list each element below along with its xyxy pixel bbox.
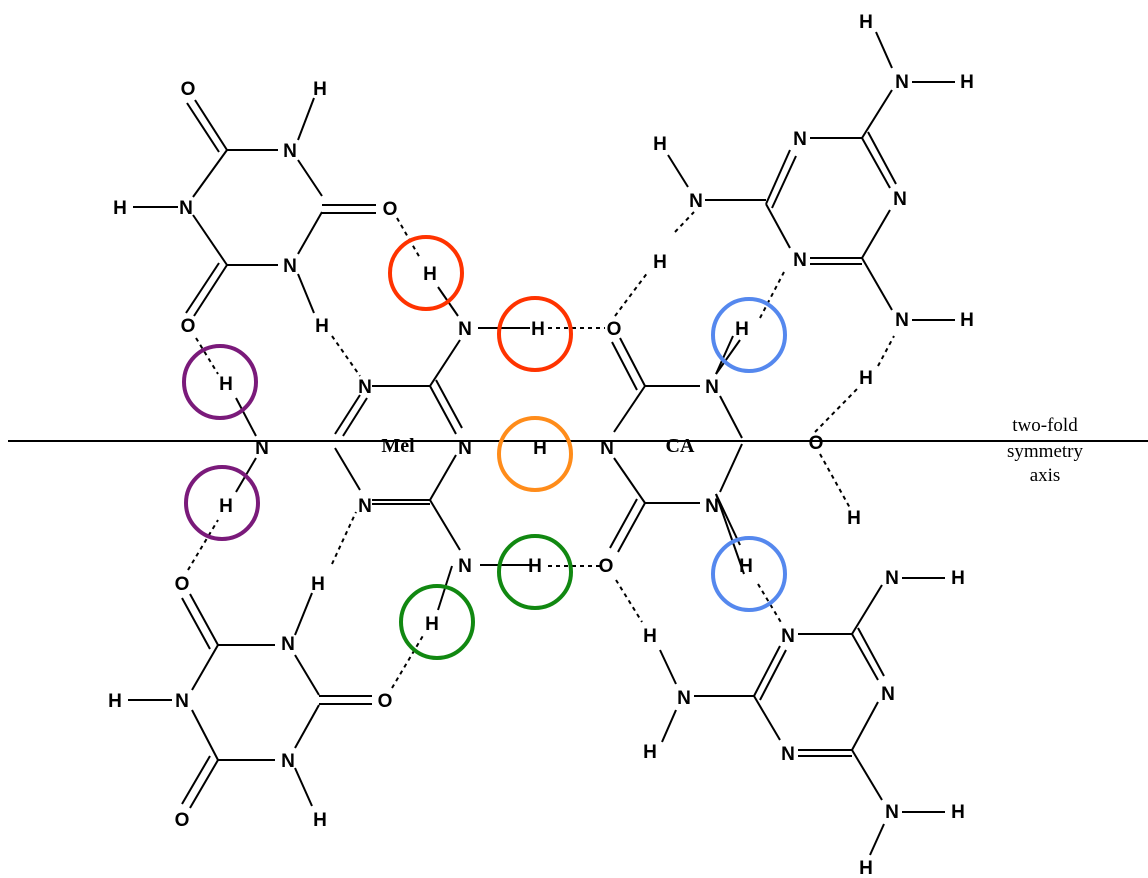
atom-n: N [895,72,909,93]
marker-green-middle [497,534,573,610]
atom-h: H [113,198,127,219]
atom-h: H [653,134,667,155]
mel-label: Mel [381,435,415,457]
atom-n: N [781,626,795,647]
atom-h: H [735,319,749,340]
atom-h: H [313,79,327,100]
axis-label-line1: two-fold [1012,415,1078,436]
atom-h: H [739,556,753,577]
atom-h: H [951,568,965,589]
atom-n: N [885,802,899,823]
axis-label-line2: symmetry [1007,441,1083,462]
atom-o: O [181,316,196,337]
atom-h: H [528,556,542,577]
atom-n: N [175,691,189,712]
atom-o: O [599,556,614,577]
atom-n: N [179,198,193,219]
atom-o: O [378,691,393,712]
atom-n: N [458,556,472,577]
atom-n: N [895,310,909,331]
atom-h: H [643,742,657,763]
covalent-bonds [128,31,955,856]
atom-h: H [108,691,122,712]
atom-h: H [423,264,437,285]
atom-h: H [425,614,439,635]
hydrogen-bonds [187,211,895,689]
marker-blue-upper [711,297,787,373]
atom-n: N [458,438,472,459]
atom-h: H [219,374,233,395]
atom-h: H [847,508,861,529]
atom-h: H [960,72,974,93]
marker-purple-lower [184,465,260,541]
marker-orange-center [497,416,573,492]
atom-n: N [705,496,719,517]
atom-n: N [458,319,472,340]
atom-n: N [781,744,795,765]
atom-o: O [175,574,190,595]
atom-n: N [281,634,295,655]
atom-h: H [313,810,327,831]
atom-n: N [255,438,269,459]
marker-green-lower [399,584,475,660]
ca-label: CA [666,435,695,457]
axis-label-line3: axis [1030,465,1061,486]
atom-h: H [315,316,329,337]
atom-n: N [793,250,807,271]
atom-n: N [358,377,372,398]
atom-n: N [283,256,297,277]
atom-o: O [383,199,398,220]
atom-n: N [705,377,719,398]
atom-n: N [677,688,691,709]
atom-h: H [859,368,873,389]
atom-h: H [311,574,325,595]
atom-o: O [181,79,196,100]
marker-red-middle [497,296,573,372]
atom-n: N [885,568,899,589]
atom-n: N [893,189,907,210]
marker-blue-lower [711,536,787,612]
atom-h: H [531,319,545,340]
atom-labels: O H N H N O N H H O H N H H N N N H N N … [108,12,974,878]
atom-h: H [653,252,667,273]
atom-h: H [951,802,965,823]
atom-h: H [859,858,873,878]
marker-red-upper [388,235,464,311]
atom-n: N [689,191,703,212]
atom-o: O [809,433,824,454]
atom-h: H [643,626,657,647]
atom-h: H [960,310,974,331]
marker-purple-upper [182,344,258,420]
atom-n: N [283,141,297,162]
atom-h: H [533,438,547,459]
atom-n: N [793,129,807,150]
atom-h: H [859,12,873,33]
atom-n: N [281,751,295,772]
atom-n: N [600,438,614,459]
atom-h: H [219,496,233,517]
atom-o: O [607,319,622,340]
atom-n: N [881,684,895,705]
atom-o: O [175,810,190,831]
atom-n: N [358,496,372,517]
